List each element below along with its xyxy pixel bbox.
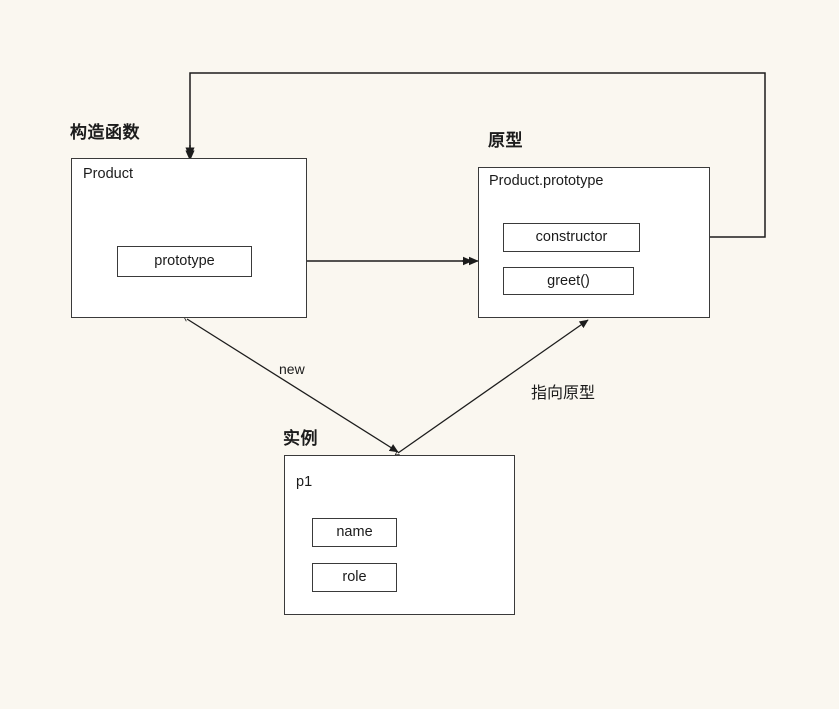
- slot-prototype[interactable]: prototype: [117, 246, 252, 277]
- edge-label-new: new: [279, 361, 305, 377]
- slot-constructor[interactable]: constructor: [503, 223, 640, 252]
- slot-role[interactable]: role: [312, 563, 397, 592]
- slot-prototype-label: prototype: [154, 253, 215, 270]
- edge-label-proto-link: 指向原型: [531, 385, 596, 402]
- slot-name[interactable]: name: [312, 518, 397, 547]
- new-edge: [187, 319, 398, 453]
- slot-constructor-label: constructor: [535, 229, 608, 246]
- slot-greet-label: greet(): [547, 272, 590, 289]
- group-title-constructor: 构造函数: [70, 123, 140, 142]
- group-title-prototype: 原型: [488, 131, 523, 150]
- node-product-prototype-label: Product.prototype: [489, 173, 604, 189]
- slot-name-label: name: [336, 524, 373, 541]
- slot-role-label: role: [342, 569, 367, 586]
- node-product[interactable]: [71, 158, 307, 318]
- group-title-instance: 实例: [283, 429, 318, 448]
- proto-link-edge: [398, 319, 588, 453]
- slot-greet[interactable]: greet(): [503, 267, 634, 295]
- node-p1-label: p1: [296, 474, 313, 490]
- node-product-label: Product: [83, 166, 133, 182]
